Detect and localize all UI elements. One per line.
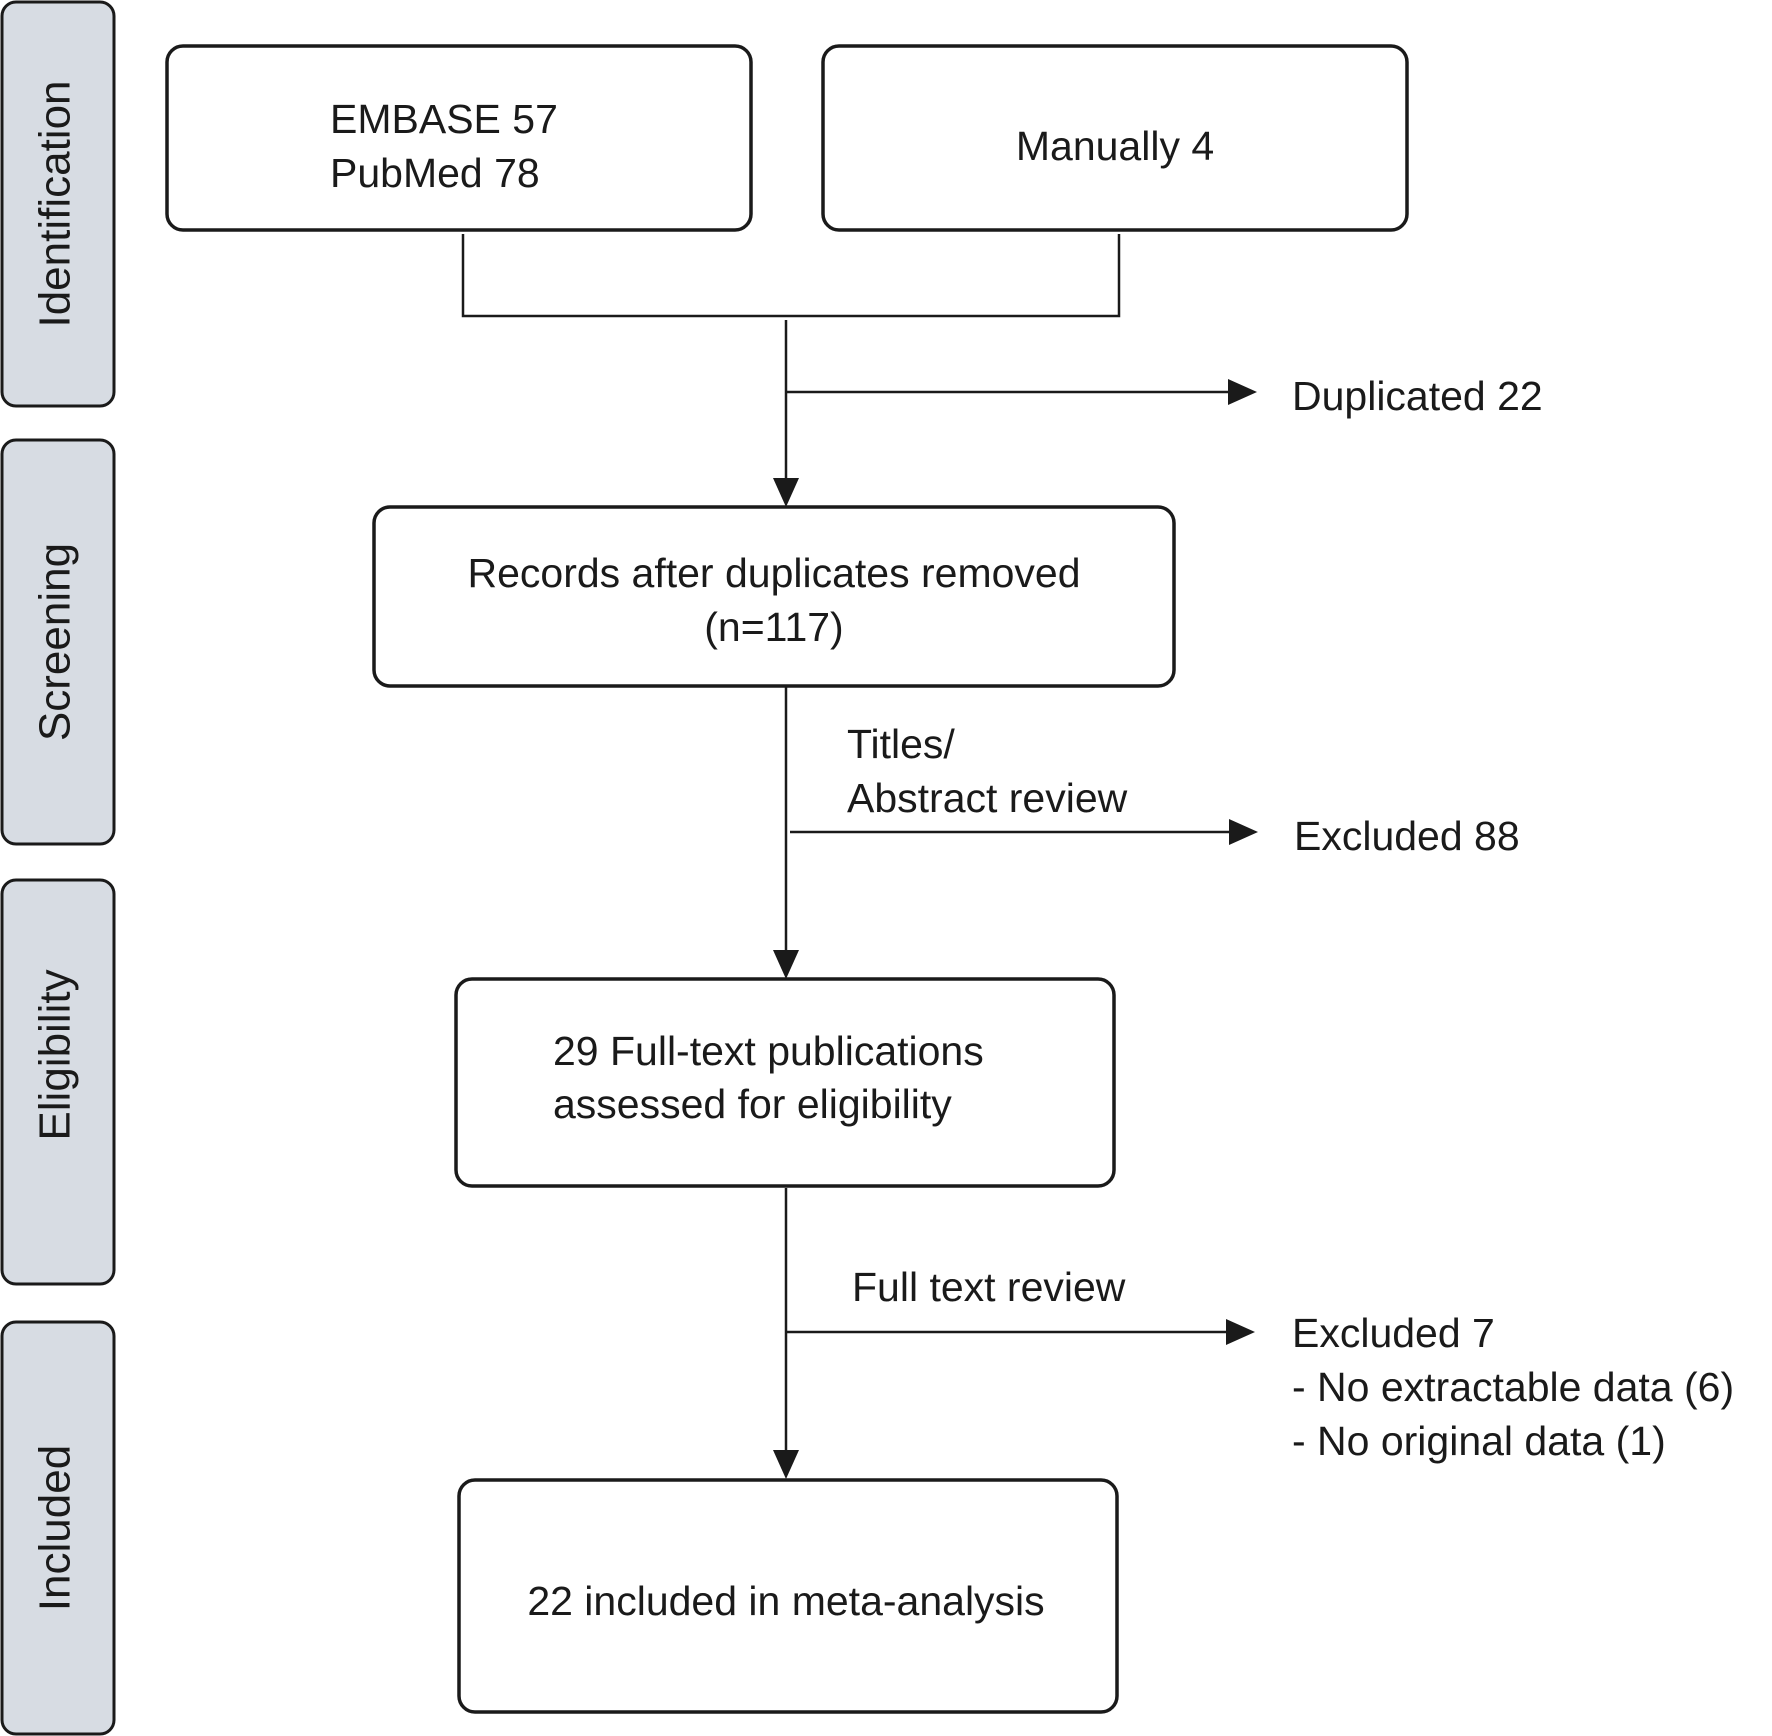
stage-label-included: Included — [31, 1445, 80, 1611]
stage-included: Included — [0, 1320, 116, 1736]
stage-label-screening: Screening — [31, 543, 80, 741]
full-text-line-2: assessed for eligibility — [553, 1081, 952, 1127]
merge-connector — [461, 234, 1121, 507]
after-duplicates-box: Records after duplicates removed (n=117) — [372, 505, 1176, 688]
databases-line-1: EMBASE 57 — [330, 96, 558, 142]
excluded-eligibility-line-1: Excluded 7 — [1292, 1310, 1495, 1356]
after-duplicates-line-2: (n=117) — [704, 604, 843, 650]
eligibility-connector — [773, 1188, 799, 1479]
stage-screening: Screening — [0, 438, 116, 846]
included-text: 22 included in meta-analysis — [527, 1578, 1044, 1624]
manual-box: Manually 4 — [821, 44, 1409, 232]
title-abstract-review-line-2: Abstract review — [847, 775, 1128, 821]
databases-line-2: PubMed 78 — [330, 150, 540, 196]
stage-eligibility: Eligibility — [0, 878, 116, 1286]
excluded-eligibility-line-3: - No original data (1) — [1292, 1418, 1666, 1464]
full-text-review-label: Full text review — [852, 1264, 1126, 1310]
excluded-eligibility-arrow — [786, 1319, 1255, 1345]
title-abstract-review-line-1: Titles/ — [847, 721, 955, 767]
screening-connector — [773, 686, 799, 979]
duplicated-arrow — [786, 379, 1257, 405]
stage-label-identification: Identification — [31, 80, 80, 327]
duplicated-label: Duplicated 22 — [1292, 373, 1543, 419]
excluded-screening-arrow — [790, 819, 1258, 845]
after-duplicates-line-1: Records after duplicates removed — [467, 550, 1080, 596]
full-text-box: 29 Full-text publications assessed for e… — [454, 977, 1116, 1188]
included-box: 22 included in meta-analysis — [457, 1478, 1119, 1714]
databases-box: EMBASE 57 PubMed 78 — [165, 44, 753, 232]
full-text-line-1: 29 Full-text publications — [553, 1028, 984, 1074]
excluded-screening-label: Excluded 88 — [1294, 813, 1520, 859]
excluded-eligibility-line-2: - No extractable data (6) — [1292, 1364, 1734, 1410]
stage-label-eligibility: Eligibility — [31, 969, 80, 1140]
manual-text: Manually 4 — [1016, 123, 1214, 169]
stage-identification: Identification — [0, 0, 116, 408]
